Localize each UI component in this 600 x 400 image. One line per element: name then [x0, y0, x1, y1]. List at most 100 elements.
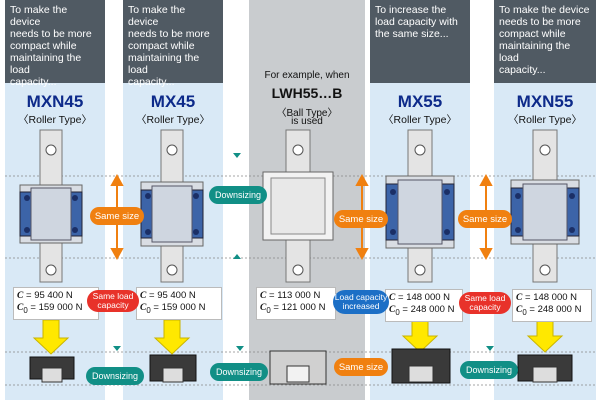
- c-symbol: C: [260, 291, 267, 301]
- header-line: maintaining the load: [10, 52, 82, 76]
- c0-value: 248 000 N: [410, 304, 455, 315]
- c0-symbol: C: [260, 303, 267, 313]
- badge-line: Load capacity: [334, 292, 388, 302]
- model-type: 〈Roller Type〉: [136, 114, 210, 126]
- c0-value: 121 000 N: [281, 302, 326, 313]
- same-size-badge: Same size: [90, 207, 144, 225]
- eq-sign: =: [402, 304, 408, 315]
- header-mxn45: To make the device needs to be more comp…: [5, 0, 105, 88]
- spec-box-mxn55: C = 148 000 N C0 = 248 000 N: [512, 289, 592, 322]
- spec-c0: C0 = 248 000 N: [516, 304, 588, 319]
- badge-line: Same load: [92, 291, 134, 301]
- badge-line: capacity: [97, 300, 129, 310]
- header-line: maintaining the load: [499, 40, 571, 64]
- header-line: capacity...: [128, 76, 175, 88]
- downsizing-marker-icon: [113, 153, 494, 351]
- header-line: needs to be more: [10, 28, 92, 40]
- c0-sub: 0: [266, 305, 271, 315]
- dimension-arrow-icon: [110, 173, 493, 261]
- block-bolt-icon: [24, 189, 575, 235]
- header-line: To make the device: [499, 4, 590, 16]
- header-mx45: To make the device needs to be more comp…: [123, 0, 223, 88]
- model-type: 〈Roller Type〉: [383, 114, 457, 126]
- eq-sign: =: [268, 290, 275, 301]
- slide-block-icon: [19, 184, 83, 244]
- c-value: 148 000 N: [533, 292, 578, 303]
- header-line: maintaining the load: [128, 52, 200, 76]
- model-title: MXN45: [26, 92, 84, 111]
- spec-c0: C0 = 121 000 N: [260, 302, 332, 317]
- eq-sign: =: [153, 302, 159, 313]
- c-value: 95 400 N: [157, 290, 196, 301]
- spec-box-lwh55: C = 113 000 N C0 = 121 000 N: [256, 287, 336, 320]
- spec-box-mx55: C = 148 000 N C0 = 248 000 N: [385, 289, 463, 322]
- downsizing-badge: Downsizing: [460, 361, 518, 379]
- spec-c0: C0 = 159 000 N: [17, 302, 95, 317]
- same-size-badge: Same size: [458, 210, 512, 228]
- header-line: needs to be more: [499, 16, 581, 28]
- same-size-badge: Same size: [334, 210, 388, 228]
- badge-line: increased: [342, 301, 380, 311]
- header-line: To make the device: [128, 4, 186, 28]
- header-line: To make the device: [10, 4, 68, 28]
- header-line: the same size...: [375, 28, 449, 40]
- slide-block-icon: [510, 179, 580, 245]
- model-type: 〈Roller Type〉: [18, 114, 92, 126]
- c0-sub: 0: [23, 305, 28, 315]
- c0-value: 159 000 N: [161, 302, 206, 313]
- model-title: MXN55: [516, 92, 574, 111]
- c-symbol: C: [17, 291, 24, 301]
- c0-symbol: C: [516, 305, 523, 315]
- spec-c: C = 148 000 N: [389, 292, 459, 304]
- intro-text: For example, when: [264, 70, 350, 81]
- header-line: compact while: [128, 40, 195, 52]
- spec-c: C = 148 000 N: [516, 292, 588, 304]
- header-line: capacity...: [499, 64, 546, 76]
- c0-value: 248 000 N: [537, 304, 582, 315]
- c0-value: 159 000 N: [38, 302, 83, 313]
- downsizing-badge: Downsizing: [86, 367, 144, 385]
- same-size-badge: Same size: [334, 358, 388, 376]
- down-arrow-icon: [32, 317, 564, 355]
- eq-sign: =: [529, 304, 535, 315]
- model-type: 〈Ball Type〉: [276, 108, 338, 119]
- badge-line: Same load: [464, 293, 506, 303]
- eq-sign: =: [524, 292, 531, 303]
- model-title: MX45: [150, 92, 196, 111]
- header-line: load capacity with: [375, 16, 458, 28]
- c0-sub: 0: [146, 305, 151, 315]
- model-title: MX55: [397, 92, 443, 111]
- badge-line: capacity: [469, 302, 501, 312]
- guide-lines: [5, 175, 596, 386]
- spec-c0: C0 = 159 000 N: [140, 302, 218, 317]
- c0-sub: 0: [395, 307, 400, 317]
- eq-sign: =: [30, 302, 36, 313]
- c-value: 113 000 N: [277, 290, 321, 301]
- c-symbol: C: [389, 293, 396, 303]
- c0-symbol: C: [389, 305, 396, 315]
- spec-box-mx45: C = 95 400 N C0 = 159 000 N: [136, 287, 222, 320]
- header-mx55: To increase the load capacity with the s…: [370, 0, 470, 83]
- downsizing-badge: Downsizing: [209, 186, 267, 204]
- c-symbol: C: [516, 293, 523, 303]
- header-line: capacity...: [10, 76, 57, 88]
- header-line: needs to be more: [128, 28, 210, 40]
- model-title: LWH55…B: [271, 85, 343, 101]
- slide-block-icon: [140, 181, 204, 247]
- c0-symbol: C: [17, 303, 24, 313]
- rail-bolt-icon: [45, 144, 551, 276]
- cross-section-icon: [29, 348, 573, 385]
- header-line: compact while: [10, 40, 77, 52]
- c0-symbol: C: [140, 303, 147, 313]
- spec-c: C = 95 400 N: [140, 290, 218, 302]
- spec-c: C = 113 000 N: [260, 290, 332, 302]
- slide-block-icon: [385, 175, 455, 249]
- model-type: 〈Roller Type〉: [508, 114, 582, 126]
- header-mxn55: To make the device needs to be more comp…: [494, 0, 596, 83]
- eq-sign: =: [148, 290, 155, 301]
